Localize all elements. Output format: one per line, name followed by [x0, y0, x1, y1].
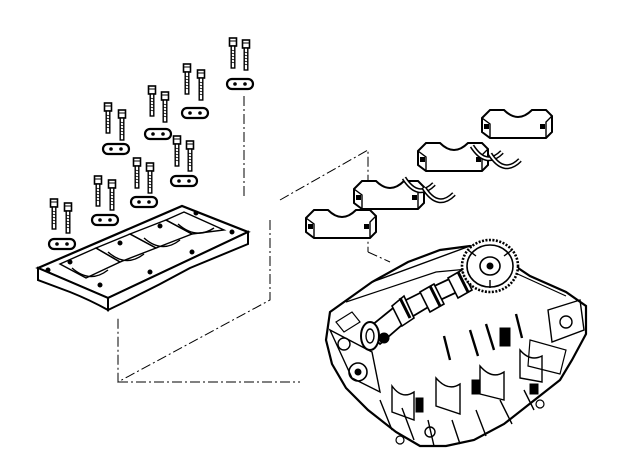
bolt — [185, 140, 195, 172]
bolt — [117, 109, 127, 141]
flywheel — [460, 238, 520, 294]
washer-plate — [225, 77, 255, 91]
bolt — [147, 85, 157, 117]
washer-plate — [47, 237, 77, 251]
washer-plate — [169, 174, 199, 188]
bolt — [241, 39, 251, 71]
washer-plate — [101, 142, 131, 156]
bolt — [132, 157, 142, 189]
bolt — [103, 102, 113, 134]
bolt — [145, 162, 155, 194]
bolt — [228, 37, 238, 69]
main-bearing-cap — [305, 209, 377, 239]
bolt — [172, 135, 182, 167]
main-bearing-caps — [305, 109, 553, 239]
bolt — [160, 91, 170, 123]
washer-plate — [129, 195, 159, 209]
main-bearing-cap — [417, 142, 489, 172]
bolt — [63, 202, 73, 234]
crankshaft — [360, 258, 502, 351]
main-bearing-cap — [353, 180, 425, 210]
washer-plate — [143, 127, 173, 141]
bolt — [196, 69, 206, 101]
bolt — [182, 63, 192, 95]
washer-plate — [180, 106, 210, 120]
main-bearing-cap — [481, 109, 553, 139]
bolt — [93, 175, 103, 207]
bedplate — [35, 204, 251, 312]
washer-plate — [90, 213, 120, 227]
bolt — [49, 198, 59, 230]
bolt — [107, 179, 117, 211]
engine-block — [324, 244, 588, 448]
